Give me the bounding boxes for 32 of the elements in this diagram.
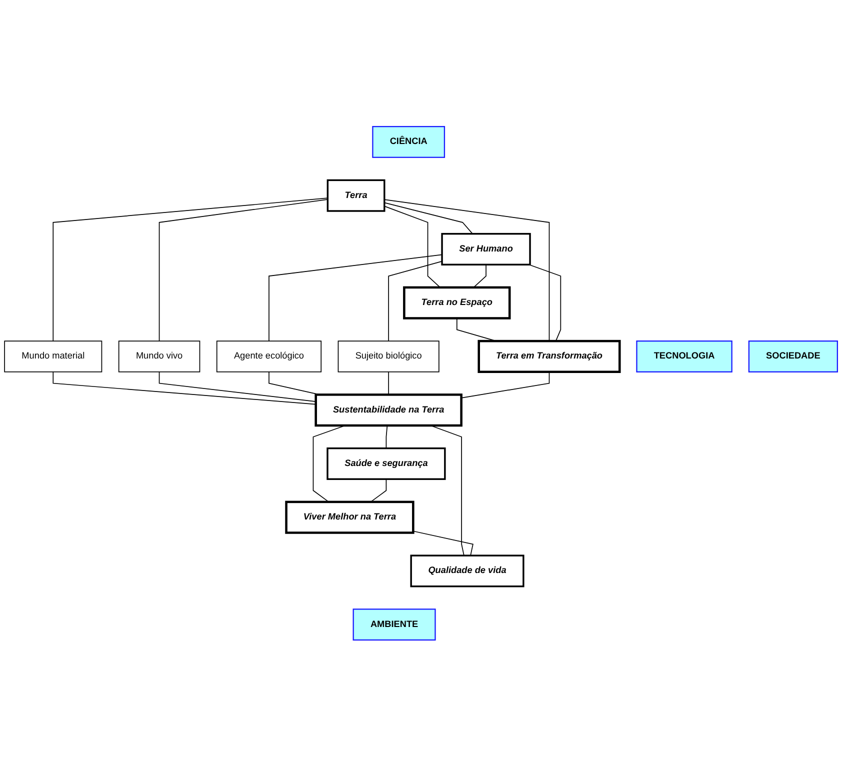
connector: [384, 199, 550, 342]
connector: [268, 254, 442, 342]
connector: [370, 478, 387, 503]
node-box: Qualidade de vida: [410, 554, 524, 588]
node-box: Mundo material: [4, 340, 102, 373]
node-box: SOCIEDADE: [748, 340, 838, 373]
connector: [384, 202, 473, 234]
connector: [52, 372, 316, 405]
node-box: TECNOLOGIA: [636, 340, 732, 373]
connector: [460, 372, 550, 399]
node-box: Saúde e segurança: [326, 448, 446, 480]
node-box: Agente ecológico: [216, 340, 322, 373]
node-box: Sustentabilidade na Terra: [314, 394, 462, 427]
node-box: Terra no Espaço: [403, 286, 511, 320]
connector: [158, 372, 316, 402]
connector: [52, 198, 328, 342]
node-box: AMBIENTE: [352, 608, 436, 641]
node-box: CIÊNCIA: [372, 126, 446, 158]
connector: [388, 261, 442, 342]
node-box: Ser Humano: [441, 233, 531, 266]
node-box: Terra: [326, 180, 386, 212]
node-box: Sujeito biológico: [338, 340, 440, 373]
connector: [158, 199, 328, 342]
connector: [412, 530, 474, 556]
connector: [473, 264, 486, 288]
connector: [386, 425, 388, 449]
connector: [528, 264, 562, 342]
node-box: Terra em Transformação: [478, 340, 621, 374]
node-box: Viver Melhor na Terra: [285, 501, 414, 534]
connector: [388, 372, 389, 396]
node-box: Mundo vivo: [118, 340, 200, 373]
connector: [384, 206, 441, 288]
